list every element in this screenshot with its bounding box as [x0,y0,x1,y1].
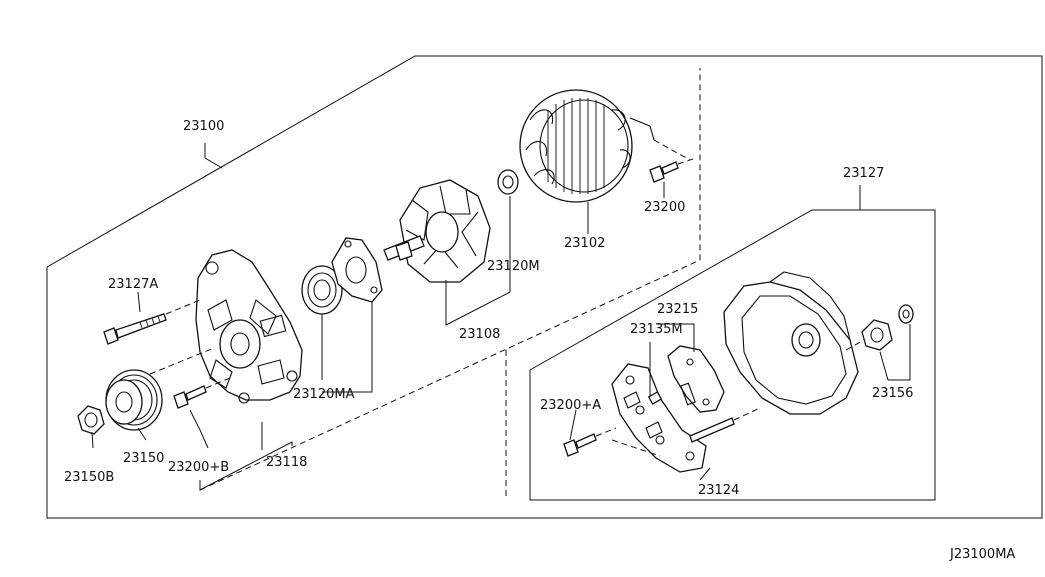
screw-guide [677,157,697,165]
frame-23127 [529,209,936,501]
label-23127: 23127 [843,166,884,181]
screw-b [173,385,207,409]
label-23120ma: 23120MA [293,387,355,402]
label-23215: 23215 [657,302,698,317]
pulley [105,369,163,431]
label-23120m: 23120M [487,259,540,274]
label-23200b: 23200+B [168,460,229,475]
rectifier-guide [611,439,661,457]
dashed-frame-top [199,68,701,491]
screw-a [563,433,597,457]
bearing-retainer-plate [331,237,383,303]
regulator [667,345,725,413]
stator-screw [649,161,679,183]
stator [519,89,655,203]
reference-code: J23100MA [949,547,1015,562]
brush [647,391,663,405]
terminal-bolt [861,304,914,351]
label-23124: 23124 [698,483,739,498]
rectifier [611,363,707,473]
through-bolt [103,313,167,345]
front-bearing [301,265,343,315]
screw-b-guide [205,377,231,389]
screw-a-guide [595,427,617,437]
rear-bearing [497,169,519,195]
terminal-guide [845,339,865,351]
stator-lead-guide [653,139,691,161]
label-23150: 23150 [123,451,164,466]
label-23200a: 23200+A [540,398,601,413]
rear-through-bolt [689,417,735,443]
leader-lines [91,143,911,491]
bolt-guide [165,299,201,315]
rear-bracket-housing [723,271,859,415]
label-23156: 23156 [872,386,913,401]
label-23100: 23100 [183,119,224,134]
label-23102: 23102 [564,236,605,251]
label-23108: 23108 [459,327,500,342]
outer-frame [46,55,1043,519]
pulley-nut [77,405,105,435]
label-23150b: 23150B [64,470,114,485]
label-23127a: 23127A [108,277,158,292]
label-23135m: 23135M [630,322,683,337]
front-bracket-housing [195,249,303,404]
pulley-guide [149,347,215,375]
rotor [383,179,491,283]
label-23118: 23118 [266,455,307,470]
label-23200: 23200 [644,200,685,215]
rear-bolt-guide [733,407,761,421]
